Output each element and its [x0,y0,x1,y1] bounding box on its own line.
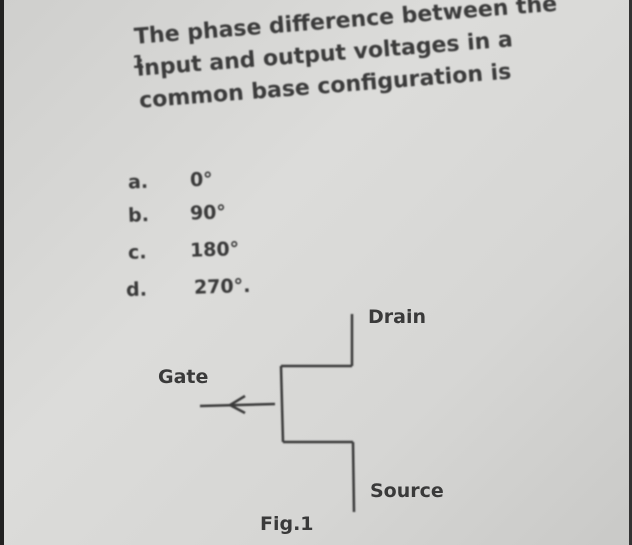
drain-label: Drain [368,306,427,328]
photo-edge-left [0,0,4,545]
figure-caption: Fig.1 [260,513,314,535]
question-number: 1. [132,52,152,73]
source-label: Source [370,480,444,502]
source-lead [351,441,356,513]
channel-line [279,365,285,443]
gate-lead [199,402,276,408]
gate-arrow-icon [227,394,246,415]
photo-edge-right [629,0,632,545]
gate-label: Gate [158,366,209,388]
